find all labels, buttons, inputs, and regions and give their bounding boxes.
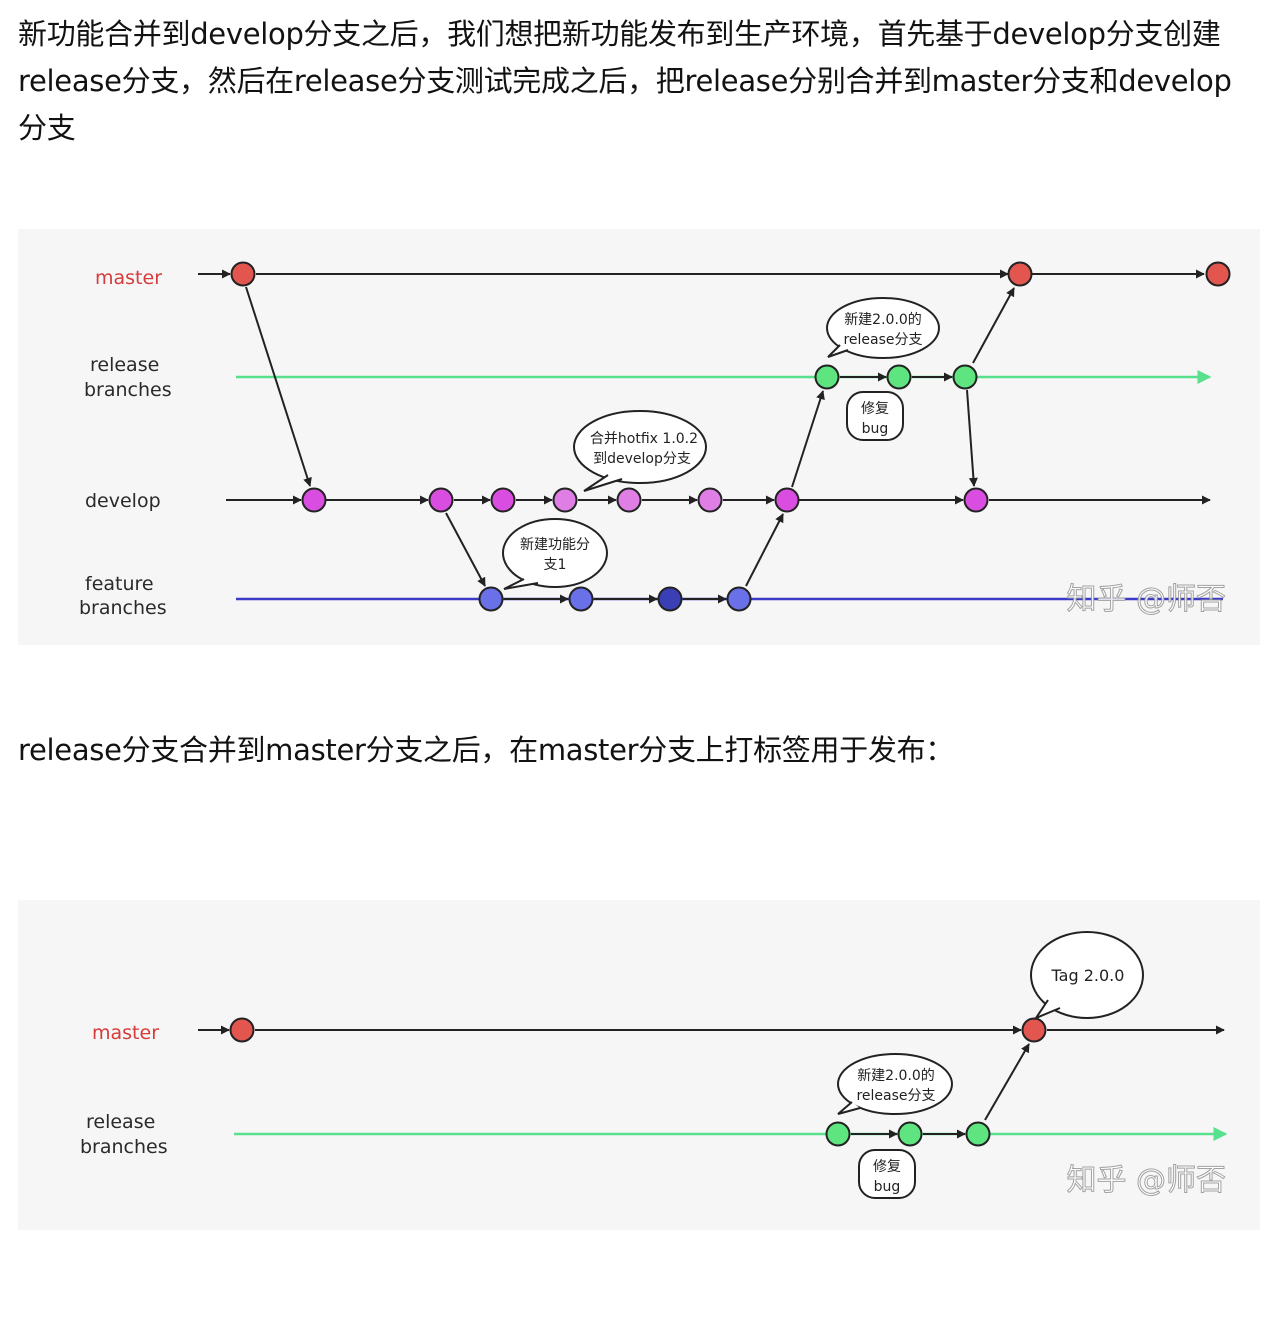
feature-commit-node bbox=[478, 586, 504, 612]
bubble-fix-bug-line2: bug bbox=[862, 421, 889, 437]
release-to-master-arrow bbox=[972, 287, 1015, 364]
lane-label-feature: feature bbox=[85, 573, 154, 595]
intro-paragraph: 新功能合并到develop分支之后，我们想把新功能发布到生产环境，首先基于dev… bbox=[18, 17, 1232, 145]
develop-to-release-arrow bbox=[791, 390, 825, 488]
bubble-fix-bug: 修复 bug bbox=[846, 391, 904, 441]
lane-label-release-branches: branches bbox=[84, 379, 172, 401]
bubble-create-release-line2: release分支 bbox=[856, 1088, 935, 1104]
release-commit-node bbox=[897, 1121, 923, 1147]
bubble-new-feature: 新建功能分 支1 bbox=[502, 518, 608, 590]
lane-label-feature-branches: branches bbox=[79, 597, 167, 619]
develop-commit-node bbox=[428, 487, 454, 513]
bubble-fix-bug-line1: 修复 bbox=[873, 1158, 901, 1175]
bubble-fix-bug: 修复 bug bbox=[858, 1149, 916, 1199]
bubble-new-feature-line2: 支1 bbox=[544, 557, 567, 573]
release-commit-node bbox=[825, 1121, 851, 1147]
master-commit-node bbox=[1007, 261, 1033, 287]
develop-commit-node bbox=[301, 487, 327, 513]
release-commit-node bbox=[965, 1121, 991, 1147]
bubble-tag-text: Tag 2.0.0 bbox=[1051, 966, 1125, 985]
bubble-merge-hotfix-line2: 到develop分支 bbox=[593, 451, 691, 467]
bubble-merge-hotfix-line1: 合并hotfix 1.0.2 bbox=[590, 431, 698, 447]
bubble-create-release-line1: 新建2.0.0的 bbox=[857, 1068, 935, 1084]
bubble-merge-hotfix: 合并hotfix 1.0.2 到develop分支 bbox=[573, 410, 707, 492]
master-commit-node bbox=[1205, 261, 1231, 287]
release-commit-node bbox=[814, 364, 840, 390]
bubble-create-release-line1: 新建2.0.0的 bbox=[844, 312, 922, 328]
release-commit-node bbox=[886, 364, 912, 390]
tagging-paragraph: release分支合并到master分支之后，在master分支上打标签用于发布… bbox=[18, 733, 954, 767]
master-commit-node bbox=[229, 1017, 255, 1043]
master-to-develop-arrow bbox=[245, 286, 312, 487]
watermark: 知乎 @师否 bbox=[1066, 582, 1226, 617]
develop-commit-node bbox=[552, 487, 578, 513]
develop-commit-node bbox=[774, 487, 800, 513]
bubble-fix-bug-line2: bug bbox=[874, 1179, 901, 1195]
develop-commit-node bbox=[616, 487, 642, 513]
bubble-create-release: 新建2.0.0的 release分支 bbox=[837, 1053, 953, 1115]
bubble-tag: Tag 2.0.0 bbox=[1030, 931, 1144, 1021]
lane-label-develop: develop bbox=[85, 490, 161, 512]
lane-label-master: master bbox=[92, 1022, 159, 1044]
release-to-master-arrow bbox=[984, 1043, 1030, 1121]
feature-to-develop-arrow bbox=[745, 513, 784, 587]
lane-label-master: master bbox=[95, 267, 162, 289]
bubble-new-feature-line1: 新建功能分 bbox=[520, 537, 590, 553]
develop-commit-node bbox=[697, 487, 723, 513]
develop-commit-node bbox=[963, 487, 989, 513]
gitflow-release-diagram: master release branches develop feature … bbox=[18, 229, 1260, 645]
feature-commit-node bbox=[568, 586, 594, 612]
feature-commit-node bbox=[726, 586, 752, 612]
bubble-create-release: 新建2.0.0的 release分支 bbox=[826, 297, 940, 359]
master-commit-node bbox=[1021, 1017, 1047, 1043]
develop-to-feature-arrow bbox=[445, 512, 486, 587]
develop-commit-node bbox=[490, 487, 516, 513]
release-to-develop-arrow bbox=[966, 389, 978, 487]
bubble-fix-bug-line1: 修复 bbox=[861, 400, 889, 417]
lane-label-release-branches: branches bbox=[80, 1136, 168, 1158]
lane-label-release: release bbox=[86, 1111, 155, 1133]
lane-label-release: release bbox=[90, 354, 159, 376]
gitflow-tag-diagram: master release branches Tag 2.0.0 新建2.0.… bbox=[18, 900, 1260, 1230]
feature-commit-node bbox=[657, 586, 683, 612]
master-commit-node bbox=[230, 261, 256, 287]
release-commit-node bbox=[952, 364, 978, 390]
bubble-create-release-line2: release分支 bbox=[843, 332, 922, 348]
watermark: 知乎 @师否 bbox=[1066, 1163, 1226, 1198]
